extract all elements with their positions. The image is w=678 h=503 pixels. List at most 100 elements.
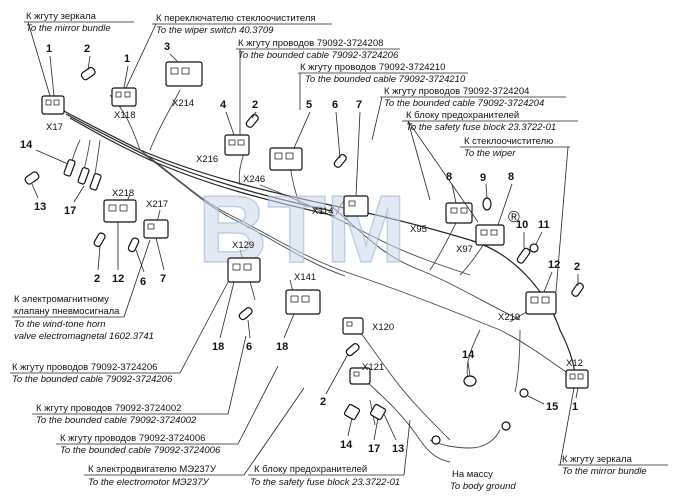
caption-bc5-ru: К жгуту проводов 79092-3724002 (36, 403, 181, 414)
connector-x120: X120 (342, 317, 394, 335)
callout-1: 1 (572, 401, 578, 413)
connector-label-x114: X114 (312, 206, 333, 217)
caption-electromotor: К электродвигателю МЭ237У To the electro… (84, 387, 305, 488)
caption-wiper-switch-en: To the wiper switch 40.3709 (156, 25, 274, 36)
caption-bounded-cable-1: К жгуту проводов 79092-3724208 To the bo… (236, 38, 400, 135)
connector-label-x219: X219 (498, 312, 520, 323)
caption-bounded-cable-6: К жгуту проводов 79092-3724006 To the bo… (56, 365, 279, 456)
callout-17: 17 (368, 443, 380, 455)
caption-mirror-bottom-en: To the mirror bundle (562, 466, 647, 477)
caption-ground-en: To body ground (450, 481, 516, 492)
callout-8: 8 (446, 171, 452, 183)
caption-ground: На массу To body ground (450, 469, 516, 492)
connector-label-x121: X121 (362, 362, 384, 373)
callout-13: 13 (392, 443, 404, 455)
connector-x214: X214 (165, 61, 203, 109)
callout-1: 1 (124, 53, 130, 65)
callout-9: 9 (480, 172, 486, 184)
caption-motor-ru: К электродвигателю МЭ237У (88, 464, 217, 475)
callout-4: 4 (220, 99, 227, 111)
caption-wiper: К стеклоочистителю To the wiper (460, 136, 570, 293)
callout-18: 18 (212, 341, 224, 353)
callout-2: 2 (84, 43, 90, 55)
caption-fuse-bottom-en: To the safety fuse block 23.3722-01 (250, 477, 400, 488)
caption-wiper-en: To the wiper (464, 148, 516, 159)
callout-18: 18 (276, 341, 288, 353)
caption-fuse-top: К блоку предохранителей To the safety fu… (402, 110, 578, 223)
caption-mirror-top-ru: К жгуту зеркала (26, 11, 97, 22)
callout-6: 6 (332, 99, 338, 111)
caption-bc6-en: To the bounded cable 79092-3724006 (60, 445, 221, 456)
connector-label-x246: X246 (243, 174, 265, 185)
callout-numbers: 1 2 1 3 4 2 5 6 7 14 13 17 8 9 8 10 11 1… (20, 41, 580, 455)
connector-label-x216: X216 (196, 154, 218, 165)
connector-label-x17: X17 (46, 122, 63, 133)
callout-3: 3 (164, 41, 170, 53)
connector-label-x141: X141 (294, 272, 316, 283)
connector-x217: X217 (143, 199, 169, 239)
caption-wiper-switch: К переключателю стеклоочистителя To the … (125, 13, 332, 89)
callout-14: 14 (462, 349, 475, 361)
callout-8: 8 (508, 171, 514, 183)
caption-bc4-en: To the bounded cable 79092-3724206 (12, 374, 173, 385)
callout-6: 6 (246, 341, 252, 353)
callout-1: 1 (46, 43, 52, 55)
small-parts (24, 66, 584, 445)
connector-label-x129: X129 (232, 240, 254, 251)
caption-bounded-cable-5: К жгуту проводов 79092-3724002 To the bo… (32, 335, 247, 426)
connector-x121: X121 (349, 362, 384, 385)
connector-x141: X141 (285, 272, 321, 315)
caption-horn-ru-1: К электромагнитному (14, 294, 109, 305)
caption-bc1-ru: К жгуту проводов 79092-3724208 (238, 38, 383, 49)
connector-x17: X17 (41, 95, 65, 133)
caption-mirror-top: К жгуту зеркала To the mirror bundle (24, 11, 134, 97)
connector-label-x118: X118 (114, 110, 135, 121)
caption-bc4-ru: К жгуту проводов 79092-3724206 (12, 362, 157, 373)
callout-15: 15 (546, 401, 558, 413)
caption-bc3-ru: К жгуту проводов 79092-3724204 (384, 86, 529, 97)
callout-7: 7 (356, 99, 362, 111)
caption-wiper-switch-ru: К переключателю стеклоочистителя (156, 13, 316, 24)
connector-x219: X219 (498, 291, 557, 323)
caption-wiper-ru: К стеклоочистителю (464, 136, 553, 147)
caption-bc6-ru: К жгуту проводов 79092-3724006 (60, 433, 205, 444)
caption-fuse-top-ru: К блоку предохранителей (406, 110, 519, 121)
callout-2: 2 (252, 99, 258, 111)
callout-11: 11 (538, 219, 550, 231)
callout-14: 14 (20, 139, 33, 151)
caption-bounded-cable-3: К жгуту проводов 79092-3724204 To the bo… (371, 86, 566, 141)
caption-horn-en-2: valve electromagnetal 1602.3741 (14, 331, 154, 342)
caption-ground-ru: На массу (452, 469, 493, 480)
caption-bc5-en: To the bounded cable 79092-3724002 (36, 415, 197, 426)
callout-2: 2 (574, 261, 580, 273)
caption-bc1-en: To the bounded cable 79092-3724206 (238, 50, 399, 61)
caption-horn: К электромагнитному клапану пневмосигнал… (12, 239, 154, 342)
connector-label-x214: X214 (172, 98, 194, 109)
caption-horn-en-1: To the wind-tone horn (14, 319, 106, 330)
connector-x118: X118 (111, 87, 137, 121)
caption-mirror-bottom-ru: К жгуту зеркала (562, 454, 633, 465)
connector-label-x12: X12 (566, 358, 583, 369)
caption-bc3-en: To the bounded cable 79092-3724204 (384, 98, 544, 109)
watermark-registered-mark: ® (508, 209, 520, 226)
callout-13: 13 (34, 201, 46, 213)
callout-6: 6 (140, 276, 146, 288)
connector-x246: X246 (243, 147, 303, 185)
caption-fuse-bottom: К блоку предохранителей To the safety fu… (248, 419, 411, 488)
caption-horn-ru-2: клапану пневмосигнала (14, 306, 120, 317)
caption-bounded-cable-2: К жгуту проводов 79092-3724210 To the bo… (298, 62, 468, 110)
callout-2: 2 (94, 273, 100, 285)
connector-x97: X97 (456, 224, 505, 255)
caption-bc2-en: To the bounded cable 79092-3724210 (305, 74, 466, 85)
caption-fuse-top-en: To the safety fuse block 23.3722-01 (406, 122, 556, 133)
callout-2: 2 (320, 396, 326, 408)
caption-bc2-ru: К жгуту проводов 79092-3724210 (300, 62, 445, 73)
connector-x218: X218 (103, 188, 137, 223)
connector-x129: X129 (227, 240, 261, 283)
callout-10: 10 (516, 219, 528, 231)
caption-fuse-bottom-ru: К блоку предохранителей (254, 464, 367, 475)
connector-label-x120: X120 (372, 322, 394, 333)
callout-14: 14 (340, 439, 353, 451)
connector-label-x97: X97 (456, 244, 473, 255)
callout-17: 17 (64, 205, 76, 217)
